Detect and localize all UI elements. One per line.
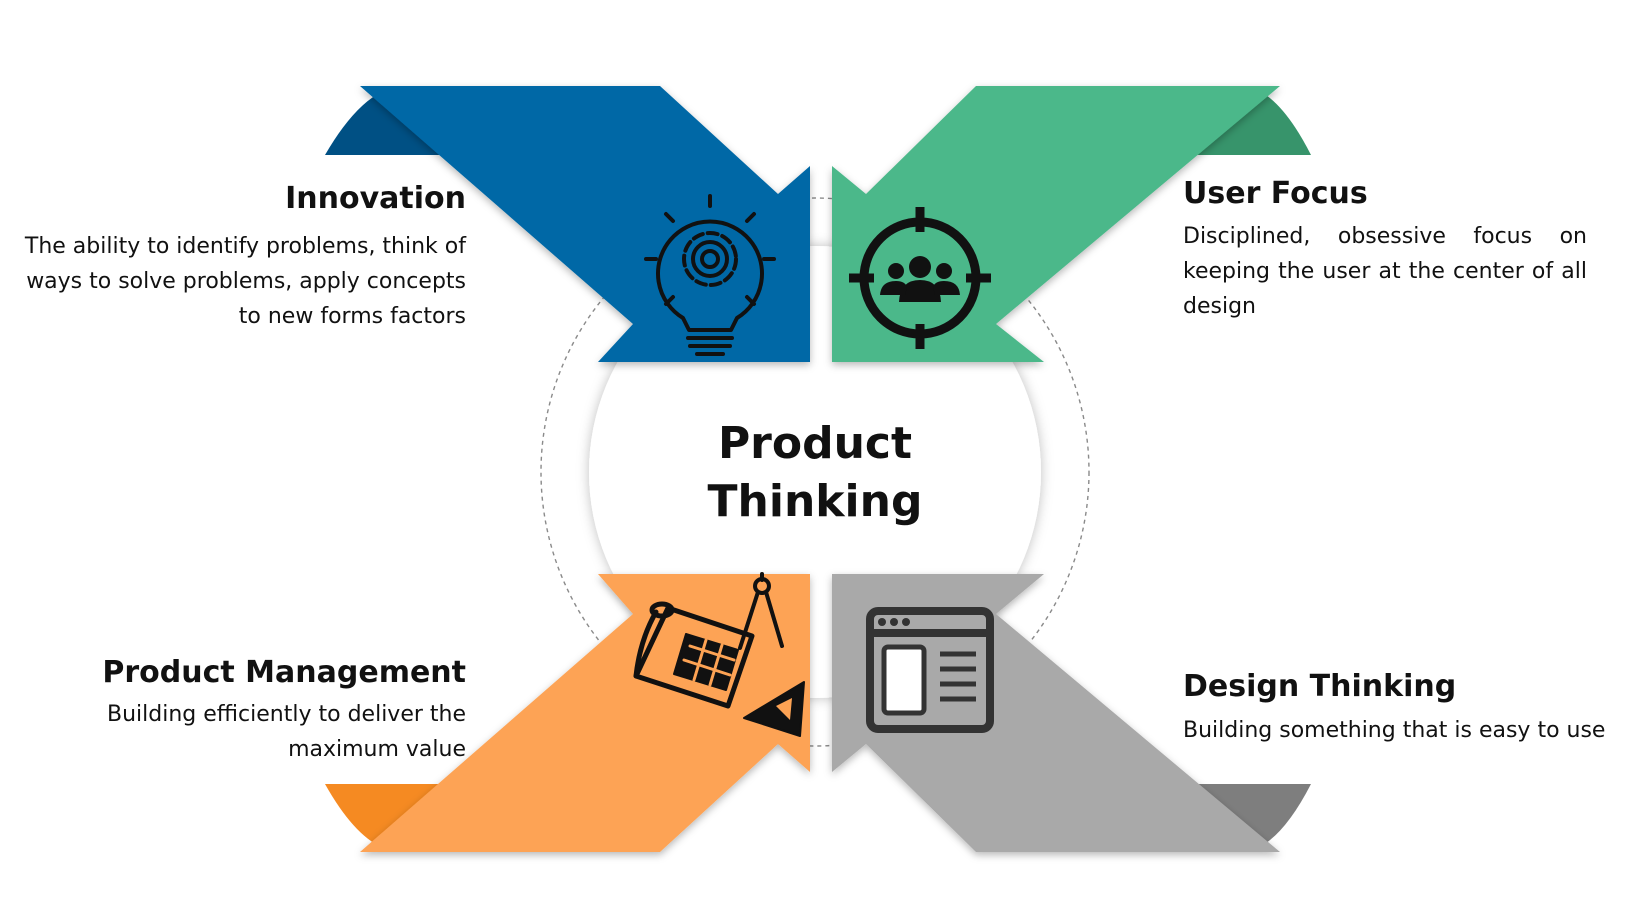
user-focus-title: User Focus (1183, 176, 1368, 211)
innovation-description: The ability to identify problems, think … (24, 234, 466, 329)
center-title-line-2: Thinking (707, 476, 923, 527)
target-users-icon (849, 207, 991, 349)
center-title-line-1: Product (717, 418, 913, 469)
design-thinking-arrow (832, 574, 1311, 852)
design-thinking-description: Building something that is easy to use (1183, 718, 1606, 743)
innovation-arrow (325, 86, 810, 362)
design-thinking-arrow-body (832, 574, 1280, 852)
browser-window-icon (866, 607, 994, 733)
lightbulb-gear-icon (644, 194, 776, 356)
user-focus-description: Disciplined, obsessive focus on keeping … (1183, 224, 1587, 319)
innovation-arrow-body (360, 86, 810, 362)
product-management-description: Building efficiently to deliver the maxi… (107, 702, 466, 762)
dashed-outer-ring (540, 197, 1090, 747)
product-management-title: Product Management (102, 655, 466, 690)
design-thinking-title: Design Thinking (1183, 669, 1457, 704)
blueprint-compass-icon (633, 572, 805, 737)
innovation-title: Innovation (285, 181, 466, 216)
